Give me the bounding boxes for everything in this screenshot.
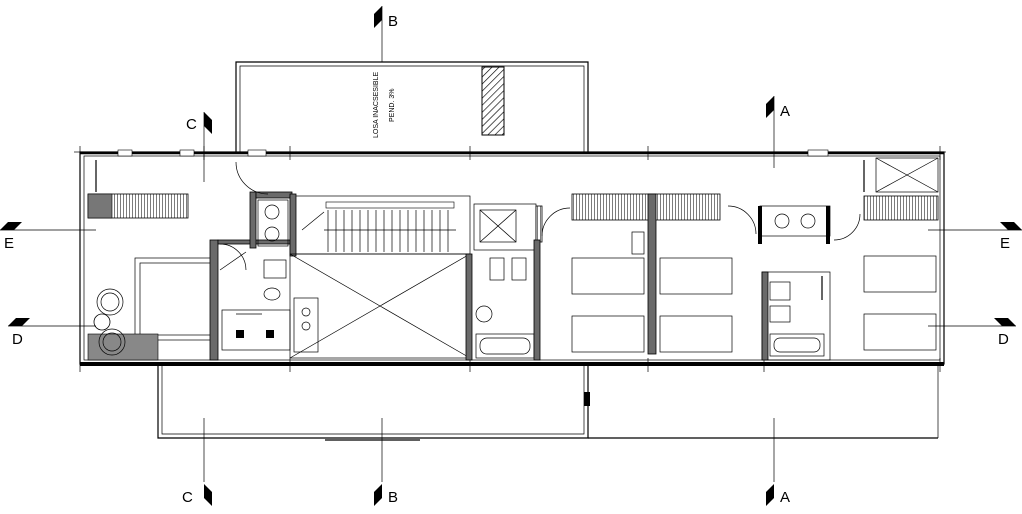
corridor-wall (95, 157, 939, 193)
section-b-bottom-label: B (388, 489, 398, 506)
roof-note-line1: LOSA INACSESIBLE (373, 72, 380, 138)
section-d-right-label: D (998, 331, 1009, 348)
bed-2b (863, 313, 937, 351)
sink-2 (264, 226, 280, 242)
bed-area (134, 257, 218, 341)
section-c-bottom-label: C (182, 489, 193, 506)
sink-1 (264, 204, 280, 220)
toilet-1 (263, 259, 287, 279)
roof-note-line2: PEND. 3% (389, 89, 396, 122)
section-line-a: A A (766, 96, 790, 506)
bed-1b (571, 315, 645, 353)
stair-treads (327, 210, 449, 252)
section-e-right-label: E (1000, 235, 1010, 252)
entry-bath-block (221, 161, 319, 353)
rug (87, 333, 159, 361)
closet-bedroom-1 (571, 193, 721, 221)
section-line-c: C C (182, 112, 212, 506)
section-line-e: E E (0, 222, 1022, 252)
double-sink-vanity (758, 205, 861, 244)
section-e-left-label: E (4, 235, 14, 252)
closet-bedroom-2 (863, 195, 939, 221)
bed-1d (659, 315, 733, 353)
section-line-d: D D (8, 318, 1016, 348)
section-c-top-label: C (186, 116, 197, 133)
bed-2a (863, 255, 937, 293)
bathroom-center (473, 203, 543, 361)
building-outline (74, 146, 946, 372)
toilet-3 (769, 281, 791, 301)
bed-1c (659, 257, 733, 295)
section-line-b: B B (374, 6, 398, 506)
bathtub-1 (475, 333, 535, 359)
shaft-box (875, 157, 939, 193)
bathroom-right (761, 271, 831, 361)
toilet-2 (489, 257, 505, 281)
bidet (511, 257, 527, 281)
armchair-left (93, 288, 126, 356)
lower-terrace (157, 365, 939, 441)
section-d-left-label: D (12, 331, 23, 348)
section-a-bottom-label: A (780, 489, 790, 506)
upper-roof-slab: LOSA INACSESIBLE PEND. 3% (235, 61, 589, 152)
bedroom-1 (541, 193, 757, 355)
bathtub-2 (769, 333, 825, 357)
section-a-top-label: A (780, 103, 790, 120)
shower-left (293, 297, 319, 353)
bed-1a (571, 257, 645, 295)
bedroom-2 (863, 195, 939, 351)
left-room (87, 193, 291, 361)
stairwell (289, 193, 473, 361)
section-b-top-label: B (388, 13, 398, 30)
shower-drain (475, 305, 493, 323)
roof-vent-shaft (481, 66, 505, 136)
